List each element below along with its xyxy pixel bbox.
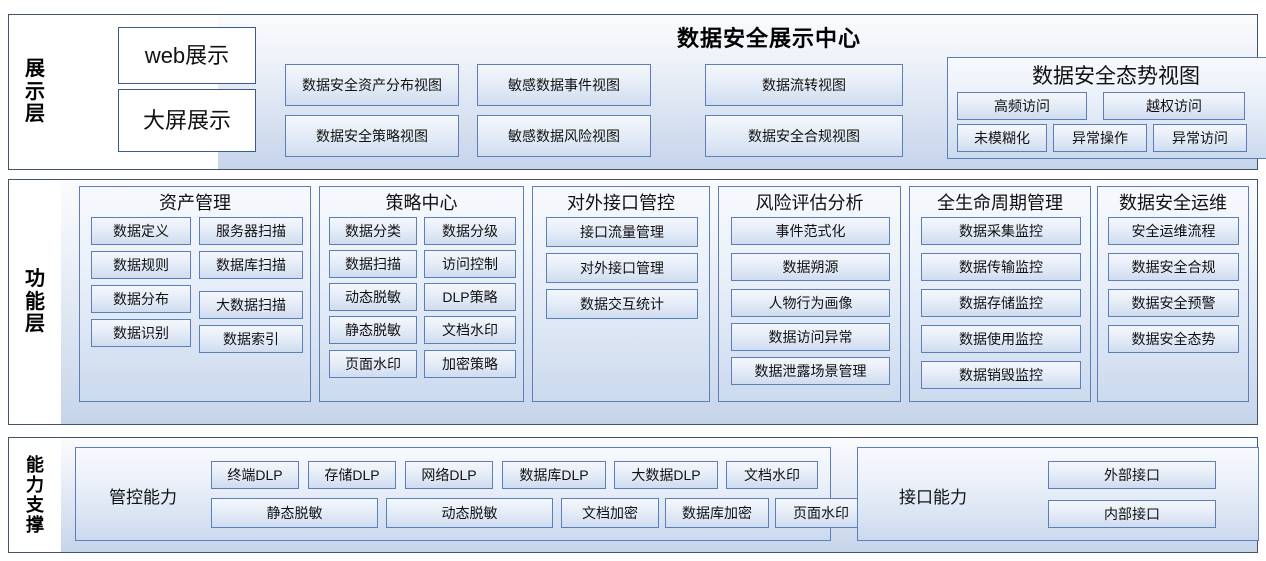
fn-data-identification[interactable]: 数据识别 — [91, 319, 191, 347]
group-title-lifecycle-management: 全生命周期管理 — [937, 193, 1063, 213]
fn-data-provenance[interactable]: 数据朔源 — [731, 253, 890, 281]
cap-internal-interface[interactable]: 内部接口 — [1048, 500, 1216, 528]
fn-data-rule[interactable]: 数据规则 — [91, 251, 191, 279]
fn-dynamic-masking[interactable]: 动态脱敏 — [329, 283, 417, 311]
cap-document-encryption[interactable]: 文档加密 — [561, 498, 659, 528]
fn-event-normalization[interactable]: 事件范式化 — [731, 217, 890, 245]
cap-bigdata-dlp[interactable]: 大数据DLP — [614, 461, 718, 489]
cap-dynamic-masking[interactable]: 动态脱敏 — [386, 498, 553, 528]
situation-abnormal-operation[interactable]: 异常操作 — [1053, 124, 1147, 152]
fn-data-usage-monitoring[interactable]: 数据使用监控 — [921, 325, 1081, 353]
fn-data-classification[interactable]: 数据分类 — [329, 217, 417, 245]
panel-control-capability: 管控能力 终端DLP 存储DLP 网络DLP 数据库DLP 大数据DLP 文档水… — [75, 447, 867, 541]
fn-static-masking[interactable]: 静态脱敏 — [329, 316, 417, 344]
diagram-title: 数据安全展示中心 — [676, 26, 861, 51]
view-security-policy[interactable]: 数据安全策略视图 — [285, 115, 459, 157]
fn-encryption-policy[interactable]: 加密策略 — [424, 350, 516, 378]
fn-data-security-alert[interactable]: 数据安全预警 — [1108, 289, 1239, 317]
layer-label-char: 展 — [25, 58, 45, 81]
layer-label-char: 能 — [26, 454, 44, 475]
fn-abnormal-data-access[interactable]: 数据访问异常 — [731, 323, 890, 351]
group-security-operations: 数据安全运维 安全运维流程 数据安全合规 数据安全预警 数据安全态势 — [1097, 186, 1249, 402]
fn-interface-traffic-management[interactable]: 接口流量管理 — [546, 217, 698, 247]
cap-endpoint-dlp[interactable]: 终端DLP — [211, 461, 299, 489]
fn-data-interaction-statistics[interactable]: 数据交互统计 — [546, 289, 698, 319]
fn-data-leak-scenario-management[interactable]: 数据泄露场景管理 — [731, 357, 890, 385]
view-sensitive-events[interactable]: 敏感数据事件视图 — [477, 64, 651, 106]
group-title-asset-management: 资产管理 — [159, 193, 231, 213]
view-asset-distribution[interactable]: 数据安全资产分布视图 — [285, 64, 459, 106]
fn-data-distribution[interactable]: 数据分布 — [91, 285, 191, 313]
cap-external-interface[interactable]: 外部接口 — [1048, 461, 1216, 489]
capability-layer-label: 能 力 支 撑 — [9, 438, 61, 552]
group-title-risk-assessment-analysis: 风险评估分析 — [755, 193, 864, 213]
function-layer-label: 功 能 层 — [9, 180, 61, 424]
cap-static-masking[interactable]: 静态脱敏 — [211, 498, 378, 528]
fn-document-watermark[interactable]: 文档水印 — [424, 316, 516, 344]
presentation-layer-body: web展示 大屏展示 数据安全展示中心 数据安全资产分布视图 数据安全策略视图 … — [61, 15, 1266, 169]
fn-security-ops-process[interactable]: 安全运维流程 — [1108, 217, 1239, 245]
group-risk-assessment-analysis: 风险评估分析 事件范式化 数据朔源 人物行为画像 数据访问异常 数据泄露场景管理 — [718, 186, 901, 402]
fn-bigdata-scan[interactable]: 大数据扫描 — [199, 291, 303, 319]
cap-database-encryption[interactable]: 数据库加密 — [665, 498, 769, 528]
situation-view-group: 数据安全态势视图 高频访问 越权访问 未模糊化 异常操作 异常访问 — [947, 57, 1266, 159]
layer-label-char: 功 — [25, 268, 45, 291]
fn-dlp-policy[interactable]: DLP策略 — [424, 283, 516, 311]
capability-layer: 能 力 支 撑 管控能力 终端DLP 存储DLP 网络DLP 数据库DLP 大数… — [8, 437, 1259, 553]
layer-label-char: 能 — [25, 290, 45, 313]
function-layer-body: 资产管理 数据定义 数据规则 数据分布 数据识别 服务器扫描 数据库扫描 大数据… — [61, 180, 1257, 424]
situation-high-frequency-access[interactable]: 高频访问 — [957, 92, 1087, 120]
situation-abnormal-access[interactable]: 异常访问 — [1153, 124, 1247, 152]
layer-label-char: 层 — [25, 103, 45, 126]
fn-data-storage-monitoring[interactable]: 数据存储监控 — [921, 289, 1081, 317]
view-sensitive-risk[interactable]: 敏感数据风险视图 — [477, 115, 651, 157]
cap-page-watermark[interactable]: 页面水印 — [775, 498, 867, 528]
view-compliance[interactable]: 数据安全合规视图 — [705, 115, 903, 157]
fn-data-scan[interactable]: 数据扫描 — [329, 250, 417, 278]
group-policy-center: 策略中心 数据分类 数据扫描 动态脱敏 静态脱敏 页面水印 数据分级 访问控制 … — [319, 186, 524, 402]
group-title-policy-center: 策略中心 — [385, 193, 458, 213]
panel-interface-capability: 接口能力 外部接口 内部接口 — [857, 447, 1259, 541]
layer-label-char: 撑 — [26, 515, 44, 536]
fn-data-index[interactable]: 数据索引 — [199, 325, 303, 353]
cap-document-watermark[interactable]: 文档水印 — [726, 461, 818, 489]
cap-storage-dlp[interactable]: 存储DLP — [308, 461, 396, 489]
function-layer: 功 能 层 资产管理 数据定义 数据规则 数据分布 数据识别 服务器扫描 数据库… — [8, 179, 1258, 425]
fn-data-transmission-monitoring[interactable]: 数据传输监控 — [921, 253, 1081, 281]
capability-layer-body: 管控能力 终端DLP 存储DLP 网络DLP 数据库DLP 大数据DLP 文档水… — [61, 438, 1259, 552]
layer-label-char: 示 — [25, 80, 45, 103]
situation-privilege-escalation-access[interactable]: 越权访问 — [1103, 92, 1245, 120]
fn-person-behavior-profile[interactable]: 人物行为画像 — [731, 289, 890, 317]
panel-title-control-capability: 管控能力 — [109, 487, 177, 507]
group-asset-management: 资产管理 数据定义 数据规则 数据分布 数据识别 服务器扫描 数据库扫描 大数据… — [79, 186, 311, 402]
fn-server-scan[interactable]: 服务器扫描 — [199, 217, 303, 245]
cap-network-dlp[interactable]: 网络DLP — [405, 461, 493, 489]
fn-data-security-compliance[interactable]: 数据安全合规 — [1108, 253, 1239, 281]
fn-access-control[interactable]: 访问控制 — [424, 250, 516, 278]
fn-data-destruction-monitoring[interactable]: 数据销毁监控 — [921, 361, 1081, 389]
fn-data-definition[interactable]: 数据定义 — [91, 217, 191, 245]
group-external-interface-control: 对外接口管控 接口流量管理 对外接口管理 数据交互统计 — [532, 186, 710, 402]
fn-external-interface-management[interactable]: 对外接口管理 — [546, 253, 698, 283]
situation-view-title: 数据安全态势视图 — [1032, 65, 1200, 88]
layer-label-char: 支 — [26, 495, 44, 515]
fn-data-collection-monitoring[interactable]: 数据采集监控 — [921, 217, 1081, 245]
panel-title-interface-capability: 接口能力 — [899, 487, 967, 507]
cap-database-dlp[interactable]: 数据库DLP — [502, 461, 606, 489]
situation-unmasked[interactable]: 未模糊化 — [957, 124, 1047, 152]
presentation-layer-label: 展 示 层 — [9, 15, 61, 169]
group-title-external-interface-control: 对外接口管控 — [567, 193, 675, 213]
channel-web-display[interactable]: web展示 — [118, 27, 256, 84]
group-title-security-operations: 数据安全运维 — [1119, 193, 1227, 213]
layer-label-char: 层 — [25, 313, 45, 336]
presentation-layer: 展 示 层 web展示 大屏展示 数据安全展示中心 数据安全资产分布视图 数据安… — [8, 14, 1266, 170]
view-data-flow[interactable]: 数据流转视图 — [705, 64, 903, 106]
channel-big-screen-display[interactable]: 大屏展示 — [118, 89, 256, 152]
group-lifecycle-management: 全生命周期管理 数据采集监控 数据传输监控 数据存储监控 数据使用监控 数据销毁… — [909, 186, 1091, 402]
layer-label-char: 力 — [26, 474, 44, 495]
fn-page-watermark[interactable]: 页面水印 — [329, 350, 417, 378]
fn-data-security-situation[interactable]: 数据安全态势 — [1108, 325, 1239, 353]
fn-data-grading[interactable]: 数据分级 — [424, 217, 516, 245]
fn-database-scan[interactable]: 数据库扫描 — [199, 251, 303, 279]
